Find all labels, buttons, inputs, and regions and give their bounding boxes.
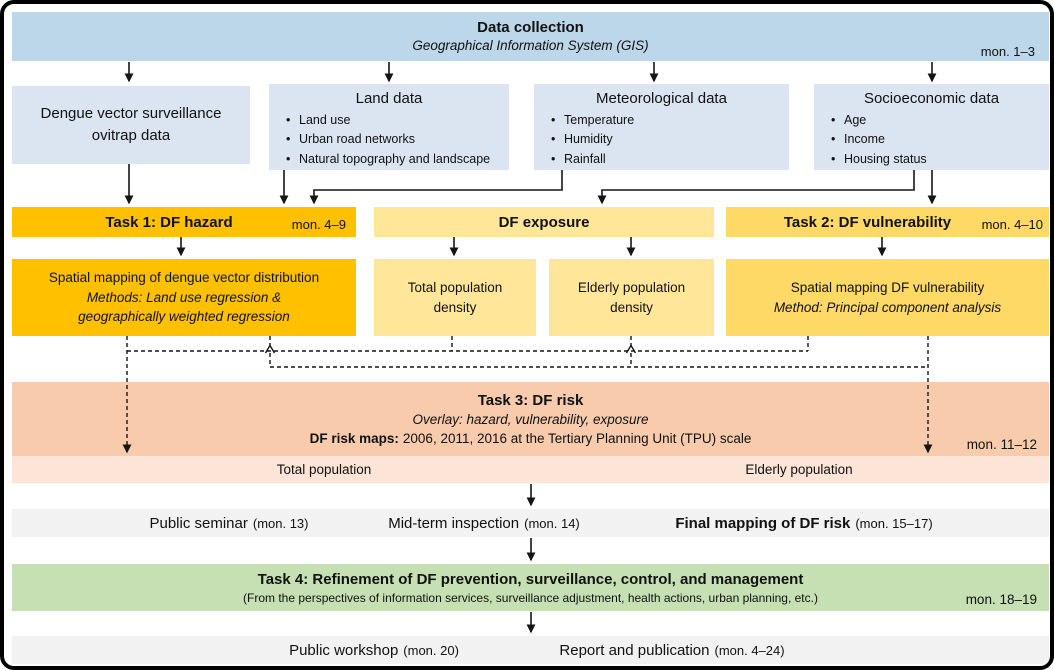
vulnerability-mapping-box: Spatial mapping DF vulnerability Method:… bbox=[726, 259, 1049, 336]
task4-title: Task 4: Refinement of DF prevention, sur… bbox=[257, 570, 804, 588]
bullet-item: Rainfall bbox=[551, 150, 789, 170]
task3-maps-line: DF risk maps:2006, 2011, 2016 at the Ter… bbox=[310, 430, 752, 449]
arrow-meteo-to-task1 bbox=[309, 170, 563, 205]
vulnerability-mapping-line1: Spatial mapping DF vulnerability bbox=[790, 279, 985, 295]
socioeconomic-data-title: Socioeconomic data bbox=[863, 90, 1000, 107]
data-collection-subtitle: Geographical Information System (GIS) bbox=[412, 38, 649, 54]
elderly-population-label: Elderly population bbox=[745, 462, 853, 477]
task3-risk-band: Task 3: DF risk Overlay: hazard, vulnera… bbox=[12, 382, 1049, 456]
midterm-inspection-label: Mid-term inspection bbox=[388, 514, 520, 532]
socioeconomic-data-box: Socioeconomic data Age Income Housing st… bbox=[814, 84, 1049, 170]
line-crossing-hop bbox=[625, 344, 637, 354]
task4-refinement-bar: Task 4: Refinement of DF prevention, sur… bbox=[12, 564, 1049, 611]
hazard-mapping-box: Spatial mapping of dengue vector distrib… bbox=[12, 259, 356, 336]
task1-hazard-header: Task 1: DF hazard mon. 4–9 bbox=[12, 207, 356, 237]
total-density-line2: density bbox=[433, 299, 477, 315]
land-data-title: Land data bbox=[355, 90, 423, 107]
line-crossing-hop bbox=[264, 344, 276, 354]
total-population-density-box: Total population density bbox=[374, 259, 536, 336]
hazard-mapping-line1: Spatial mapping of dengue vector distrib… bbox=[48, 270, 320, 286]
bullet-item: Humidity bbox=[551, 130, 789, 150]
task3-title: Task 3: DF risk bbox=[477, 391, 584, 409]
exposure-label: DF exposure bbox=[498, 213, 590, 231]
final-mapping-label: Final mapping of DF risk bbox=[675, 514, 851, 532]
public-workshop-months: (mon. 20) bbox=[403, 642, 459, 658]
dengue-title-line2: ovitrap data bbox=[91, 127, 171, 144]
report-publication-months: (mon. 4–24) bbox=[714, 642, 785, 658]
months-label-task2: mon. 4–10 bbox=[981, 217, 1043, 232]
bullet-item: Temperature bbox=[551, 111, 789, 131]
meteorological-data-bullets: Temperature Humidity Rainfall bbox=[534, 111, 789, 170]
bullet-item: Age bbox=[831, 111, 1049, 131]
report-publication-label: Report and publication bbox=[559, 641, 710, 659]
dengue-surveillance-box: Dengue vector surveillance ovitrap data bbox=[12, 86, 250, 164]
vulnerability-mapping-line2: Method: Principal component analysis bbox=[773, 299, 1002, 315]
task4-subtitle: (From the perspectives of information se… bbox=[243, 590, 818, 605]
months-label-task3: mon. 11–12 bbox=[966, 437, 1037, 452]
bullet-item: Income bbox=[831, 130, 1049, 150]
data-collection-bar: Data collection Geographical Information… bbox=[12, 12, 1049, 61]
milestones-bar-1: Public seminar (mon. 13) Mid-term inspec… bbox=[12, 509, 1049, 537]
task2-vulnerability-header: Task 2: DF vulnerability mon. 4–10 bbox=[726, 207, 1049, 237]
months-label-task1: mon. 4–9 bbox=[291, 217, 346, 232]
public-seminar-months: (mon. 13) bbox=[252, 515, 309, 531]
socioeconomic-data-bullets: Age Income Housing status bbox=[814, 111, 1049, 170]
task3-maps-detail: 2006, 2011, 2016 at the Tertiary Plannin… bbox=[402, 430, 752, 446]
midterm-inspection-item: Mid-term inspection (mon. 14) bbox=[344, 509, 624, 537]
task1-label: Task 1: DF hazard bbox=[105, 213, 233, 231]
final-mapping-months: (mon. 15–17) bbox=[855, 515, 933, 531]
land-data-box: Land data Land use Urban road networks N… bbox=[269, 84, 509, 170]
elderly-density-line2: density bbox=[610, 299, 653, 315]
df-exposure-header: DF exposure bbox=[374, 207, 714, 237]
dashed-line-elderly-risk-collector bbox=[269, 353, 928, 368]
midterm-inspection-months: (mon. 14) bbox=[524, 515, 580, 531]
milestones-bar-2: Public workshop (mon. 20) Report and pub… bbox=[12, 636, 1049, 664]
meteorological-data-box: Meteorological data Temperature Humidity… bbox=[534, 84, 789, 170]
months-label-task4: mon. 18–19 bbox=[965, 592, 1037, 607]
bullet-item: Housing status bbox=[831, 150, 1049, 170]
task3-subtitle: Overlay: hazard, vulnerability, exposure bbox=[412, 411, 649, 427]
bullet-item: Natural topography and landscape bbox=[286, 150, 509, 170]
population-strip: Total population Elderly population bbox=[12, 456, 1049, 483]
dengue-title-line1: Dengue vector surveillance bbox=[40, 105, 222, 123]
task2-label: Task 2: DF vulnerability bbox=[783, 213, 952, 231]
meteorological-data-title: Meteorological data bbox=[596, 90, 727, 107]
task3-maps-label: DF risk maps: bbox=[309, 430, 399, 446]
public-seminar-item: Public seminar (mon. 13) bbox=[64, 509, 394, 537]
public-workshop-item: Public workshop (mon. 20) bbox=[212, 636, 536, 664]
final-mapping-item: Final mapping of DF risk (mon. 15–17) bbox=[634, 509, 974, 537]
data-collection-title: Data collection bbox=[477, 18, 584, 36]
months-label-collection: mon. 1–3 bbox=[980, 44, 1035, 59]
elderly-density-line1: Elderly population bbox=[577, 279, 686, 295]
total-population-label: Total population bbox=[276, 462, 372, 477]
hazard-mapping-line2: Methods: Land use regression & bbox=[86, 289, 282, 305]
total-density-line1: Total population bbox=[407, 279, 503, 295]
bullet-item: Urban road networks bbox=[286, 130, 509, 150]
hazard-mapping-line3: geographically weighted regression bbox=[78, 309, 290, 325]
public-workshop-label: Public workshop bbox=[289, 641, 399, 659]
arrow-socio-to-exposure bbox=[597, 170, 915, 205]
elderly-population-density-box: Elderly population density bbox=[549, 259, 714, 336]
bullet-item: Land use bbox=[286, 111, 509, 131]
report-publication-item: Report and publication (mon. 4–24) bbox=[512, 636, 832, 664]
public-seminar-label: Public seminar bbox=[149, 514, 248, 532]
land-data-bullets: Land use Urban road networks Natural top… bbox=[269, 111, 509, 170]
